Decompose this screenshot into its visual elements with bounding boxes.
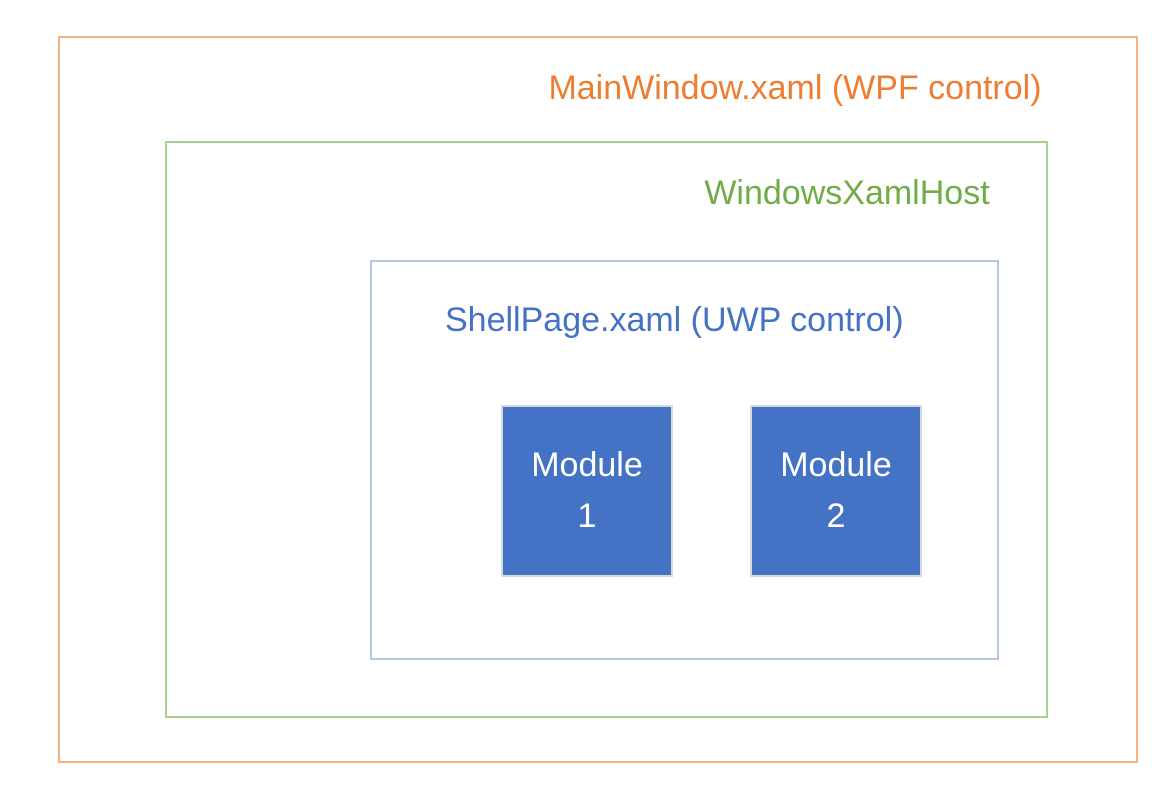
windowsxamlhost-box: WindowsXamlHost ShellPage.xaml (UWP cont… xyxy=(165,141,1048,718)
module-1-label-line2: 1 xyxy=(577,497,597,535)
module-1-box: Module 1 xyxy=(501,405,673,577)
shellpage-label: ShellPage.xaml (UWP control) xyxy=(445,301,904,339)
module-2-label-line2: 2 xyxy=(826,497,846,535)
module-2-box: Module 2 xyxy=(750,405,922,577)
module-1-label-line1: Module xyxy=(531,446,643,484)
shellpage-box: ShellPage.xaml (UWP control) Module 1 Mo… xyxy=(370,260,999,660)
windowsxamlhost-label: WindowsXamlHost xyxy=(704,174,990,212)
module-2-label-line1: Module xyxy=(780,446,892,484)
mainwindow-label: MainWindow.xaml (WPF control) xyxy=(548,69,1042,107)
mainwindow-box: MainWindow.xaml (WPF control) WindowsXam… xyxy=(58,36,1138,763)
